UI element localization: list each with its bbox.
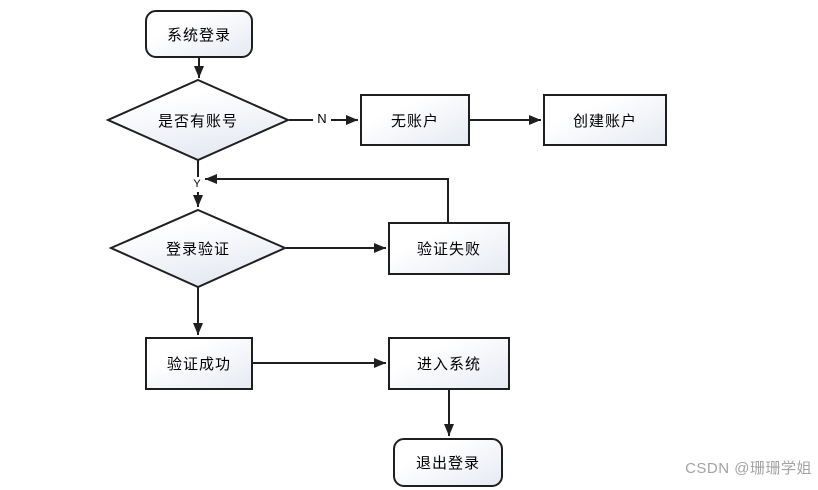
node-create-account: 创建账户 bbox=[543, 94, 667, 146]
node-has-account-label: 是否有账号 bbox=[157, 112, 238, 130]
node-no-account-label: 无账户 bbox=[390, 112, 439, 130]
node-enter-system-label: 进入系统 bbox=[416, 356, 481, 373]
node-verify-fail-label: 验证失败 bbox=[416, 241, 481, 258]
edge-verify-fail-loopback bbox=[205, 174, 449, 222]
node-verify-success: 验证成功 bbox=[145, 337, 253, 390]
decision-login-verify-shape bbox=[108, 208, 288, 289]
node-login-verify: 登录验证 bbox=[111, 228, 285, 268]
edge-label-yes: Y bbox=[190, 177, 204, 192]
node-verify-success-label: 验证成功 bbox=[166, 356, 231, 373]
node-logout: 退出登录 bbox=[393, 438, 503, 487]
decision-has-account-shape bbox=[105, 78, 291, 162]
node-start: 系统登录 bbox=[145, 10, 253, 58]
node-logout-label: 退出登录 bbox=[415, 455, 480, 472]
edge-label-no: N bbox=[313, 110, 331, 127]
node-enter-system: 进入系统 bbox=[388, 337, 510, 390]
node-verify-fail: 验证失败 bbox=[388, 222, 510, 275]
node-login-verify-label: 登录验证 bbox=[165, 240, 230, 258]
node-start-label: 系统登录 bbox=[166, 26, 231, 44]
watermark-text: CSDN @珊珊学姐 bbox=[685, 460, 812, 477]
node-has-account: 是否有账号 bbox=[108, 100, 288, 140]
node-no-account: 无账户 bbox=[360, 94, 470, 146]
node-create-account-label: 创建账户 bbox=[572, 112, 637, 130]
